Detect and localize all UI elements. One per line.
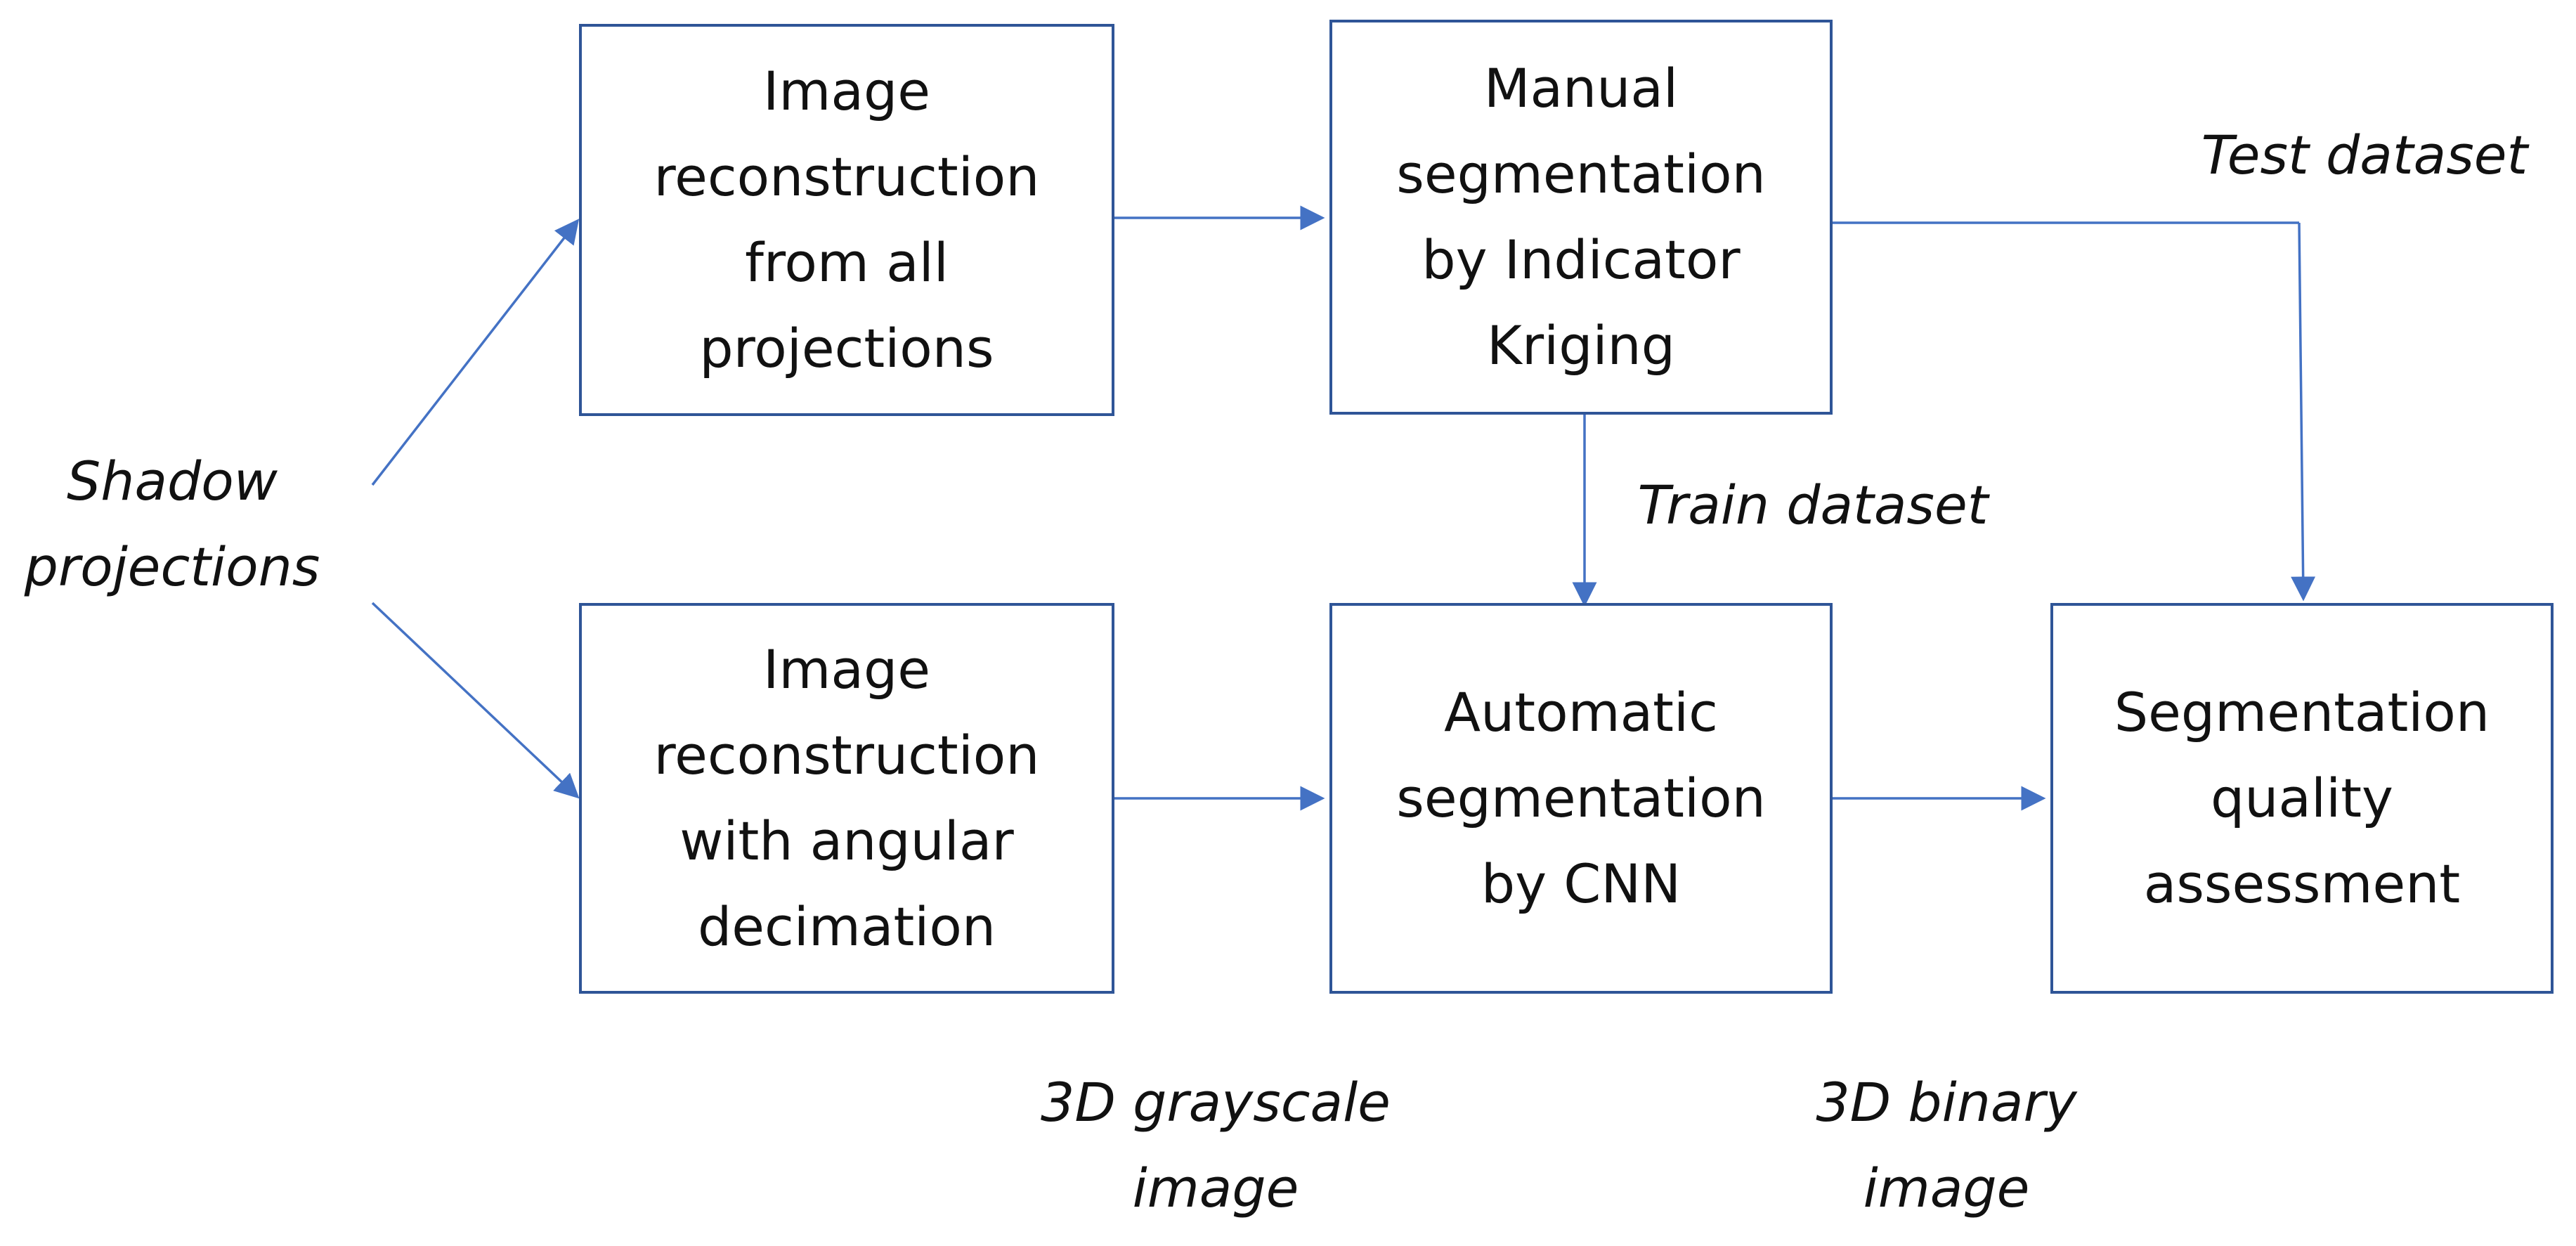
label-train-dataset: Train dataset bbox=[1637, 474, 1989, 536]
label-grayscale-image: 3D grayscale image bbox=[1041, 1071, 1391, 1219]
box-recon-decim-label: Image reconstruction with angular decima… bbox=[653, 638, 1040, 958]
box-recon-decim: Image reconstruction with angular decima… bbox=[579, 603, 1114, 994]
arrow-shadow-to-recon-decim bbox=[371, 602, 580, 799]
box-auto-seg-label: Automatic segmentation by CNN bbox=[1396, 681, 1766, 915]
box-quality-label: Segmentation quality assessment bbox=[2114, 681, 2490, 915]
box-quality: Segmentation quality assessment bbox=[2050, 603, 2554, 994]
label-binary-image: 3D binary image bbox=[1816, 1071, 2077, 1219]
label-test-dataset: Test dataset bbox=[2201, 124, 2528, 186]
box-recon-all: Image reconstruction from all projection… bbox=[579, 24, 1114, 416]
box-manual-seg-label: Manual segmentation by Indicator Kriging bbox=[1396, 57, 1766, 377]
box-manual-seg: Manual segmentation by Indicator Kriging bbox=[1329, 20, 1833, 415]
arrow-shadow-to-recon-all bbox=[371, 219, 580, 486]
label-shadow-projections: Shadow projections bbox=[24, 450, 320, 598]
box-recon-all-label: Image reconstruction from all projection… bbox=[653, 60, 1040, 379]
box-auto-seg: Automatic segmentation by CNN bbox=[1329, 603, 1833, 994]
arrow-test-dataset-to-quality bbox=[2291, 222, 2316, 602]
